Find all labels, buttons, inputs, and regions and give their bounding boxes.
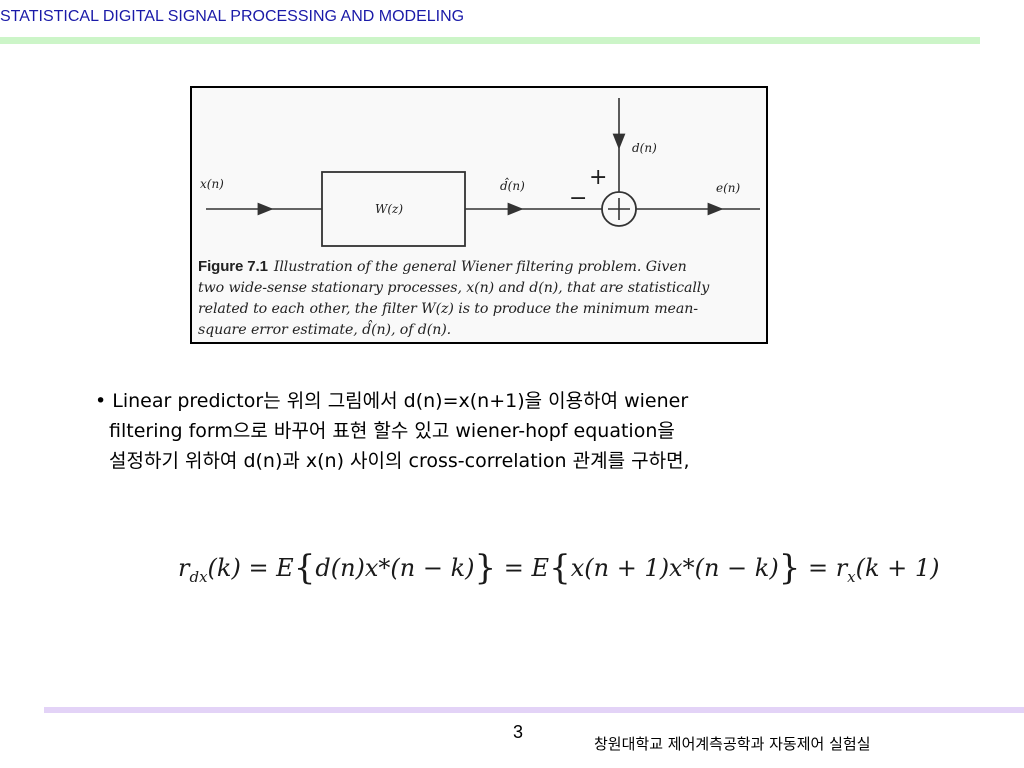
eq-rhs-arg: (k + 1) xyxy=(855,554,940,582)
page-number: 3 xyxy=(513,722,524,742)
filter-label: W(z) xyxy=(375,202,403,216)
caption-line-1: Illustration of the general Wiener filte… xyxy=(273,259,687,275)
bullet-text-1: Linear predictor는 위의 그림에서 d(n)=x(n+1)을 이… xyxy=(112,390,689,412)
caption-line-3: related to each other, the filter W(z) i… xyxy=(198,301,698,317)
eq-mid: = E xyxy=(496,554,550,582)
eq-lhs-arg: (k) = E xyxy=(207,554,294,582)
bullet-paragraph: • Linear predictor는 위의 그림에서 d(n)=x(n+1)을… xyxy=(95,386,895,476)
cross-correlation-equation: rdx(k) = E{d(n)x*(n − k)} = E{x(n + 1)x*… xyxy=(178,548,940,588)
wiener-block-diagram: x(n) W(z) d̂(n) d(n) e(n) − + xyxy=(200,98,760,247)
bullet-line-1: • Linear predictor는 위의 그림에서 d(n)=x(n+1)을… xyxy=(95,386,895,416)
estimate-label: d̂(n) xyxy=(500,176,525,193)
eq-rhs-sub: x xyxy=(847,567,856,586)
slide-header-title: STATISTICAL DIGITAL SIGNAL PROCESSING AN… xyxy=(0,8,465,25)
eq-term2: x(n + 1)x*(n − k) xyxy=(570,554,779,582)
eq-lhs-sub: dx xyxy=(189,567,208,586)
header-divider xyxy=(0,37,980,44)
eq-brace-open-2: { xyxy=(549,548,571,588)
minus-sign: − xyxy=(569,186,587,211)
eq-rhs: = r xyxy=(800,554,848,582)
caption-line-2: two wide-sense stationary processes, x(n… xyxy=(198,280,710,296)
eq-term1: d(n)x*(n − k) xyxy=(315,554,475,582)
caption-line-4: square error estimate, d̂(n), of d(n). xyxy=(198,322,452,338)
plus-sign: + xyxy=(589,165,607,190)
eq-lhs: r xyxy=(178,554,190,582)
eq-brace-close-1: } xyxy=(474,548,497,588)
figure-label: Figure 7.1 xyxy=(198,258,268,275)
eq-brace-open-1: { xyxy=(293,548,316,588)
desired-label: d(n) xyxy=(632,141,657,155)
input-label: x(n) xyxy=(200,177,224,191)
figure-caption: Figure 7.1 Illustration of the general Wi… xyxy=(198,256,764,341)
wiener-figure: x(n) W(z) d̂(n) d(n) e(n) − + Figure 7.1… xyxy=(190,86,768,344)
output-label: e(n) xyxy=(716,181,741,195)
bullet-line-2: filtering form으로 바꾸어 표현 할수 있고 wiener-hop… xyxy=(109,420,675,442)
bullet-mark: • xyxy=(95,390,107,412)
footer-organization: 창원대학교 제어계측공학과 자동제어 실험실 xyxy=(594,735,871,753)
footer-divider xyxy=(44,707,1024,713)
eq-brace-close-2: } xyxy=(778,548,801,588)
bullet-line-3: 설정하기 위하여 d(n)과 x(n) 사이의 cross-correlatio… xyxy=(109,450,690,472)
